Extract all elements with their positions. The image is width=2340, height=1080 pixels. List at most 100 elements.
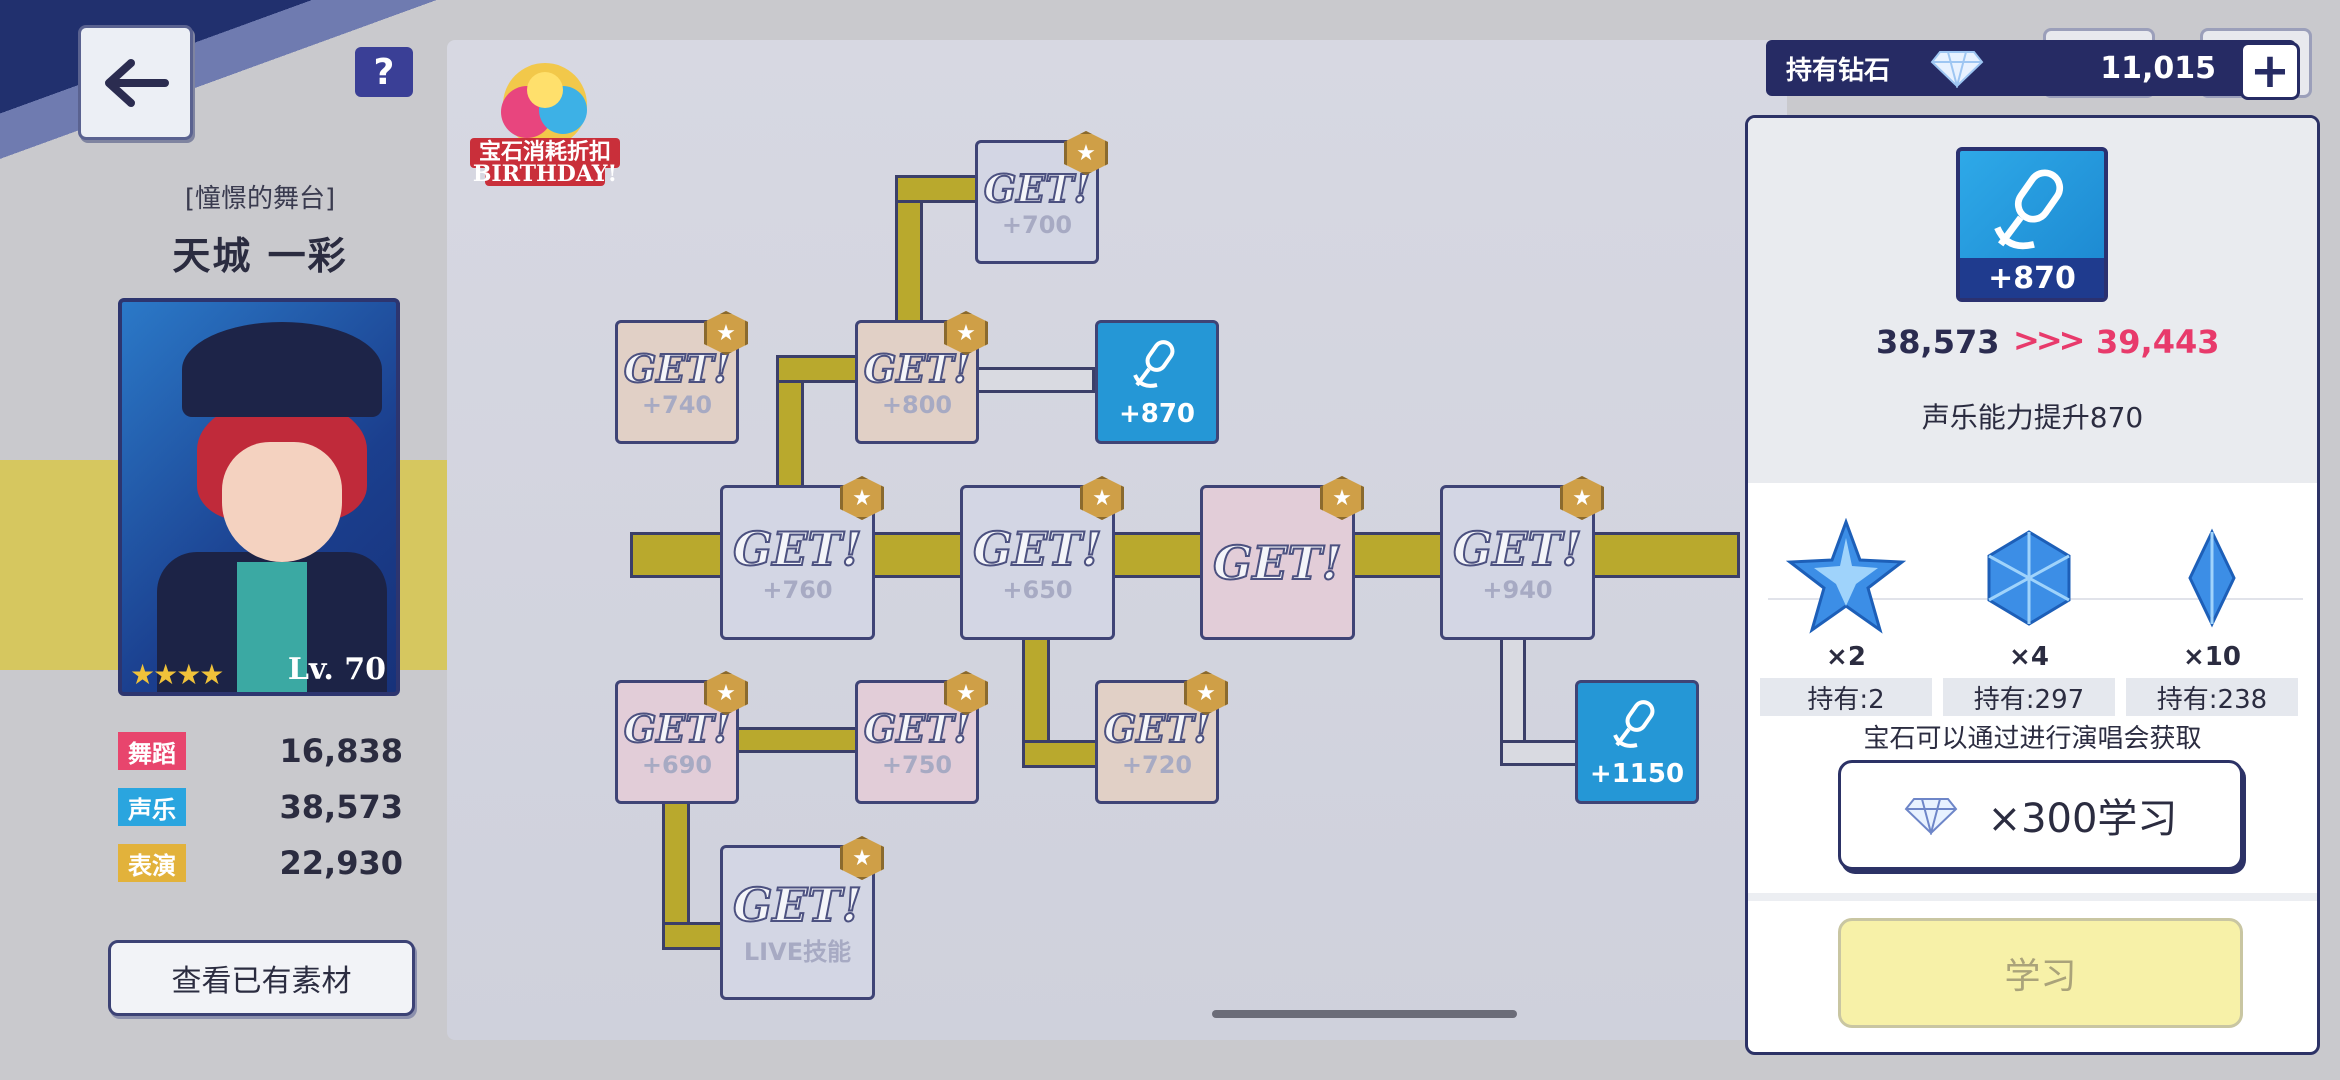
microphone-icon (1133, 340, 1175, 388)
star-gem-icon (1785, 517, 1907, 634)
star-badge-icon: ★ (1064, 131, 1108, 175)
tree-node[interactable]: GET! +690 ★ (615, 671, 748, 804)
node-amount: +1150 (1589, 759, 1685, 789)
current-value: 38,573 (1876, 323, 2000, 361)
star-badge-icon: ★ (1080, 476, 1124, 520)
arrow-icon: >>> (2013, 321, 2085, 359)
tree-node[interactable]: +1150 (1575, 680, 1699, 804)
tree-node[interactable]: GET! +940 ★ (1440, 476, 1604, 640)
stat-performance: 表演 22,930 (118, 842, 403, 884)
node-amount: +700 (1001, 210, 1073, 239)
diamond-amount: 11,015 (2100, 50, 2216, 86)
tree-node[interactable]: GET! +720 ★ (1095, 671, 1228, 804)
tree-node[interactable]: GET! +750 ★ (855, 671, 988, 804)
view-materials-button[interactable]: 查看已有素材 (108, 940, 415, 1016)
stat-dance: 舞蹈 16,838 (118, 730, 403, 772)
gem-held: 持有:297 (1943, 678, 2115, 716)
character-card[interactable]: ★★★★ Lv. 70 (118, 298, 400, 696)
promo-birthday: BIRTHDAY! (472, 161, 618, 187)
stat-dance-label: 舞蹈 (118, 732, 186, 770)
get-label: GET! (983, 165, 1091, 212)
diamond-icon (1930, 51, 1984, 88)
microphone-icon (1994, 169, 2064, 250)
tree-node[interactable]: GET! +650 ★ (960, 476, 1124, 640)
arrow-left-icon (104, 58, 169, 107)
microphone-icon (1613, 700, 1655, 748)
node-amount: +650 (1002, 575, 1073, 604)
add-diamonds-button[interactable]: + (2240, 42, 2300, 100)
node-amount: +740 (641, 390, 713, 419)
node-amount: LIVE技能 (743, 938, 852, 966)
tree-node[interactable]: GET! +800 ★ (855, 311, 988, 444)
tree-node[interactable]: GET! +760 ★ (720, 476, 884, 640)
skill-description: 声乐能力提升870 (1921, 401, 2144, 434)
card-art-shirt (237, 562, 307, 692)
get-label: GET! (732, 521, 863, 577)
stat-performance-value: 22,930 (279, 844, 403, 882)
card-level: Lv. 70 (287, 652, 386, 687)
star-badge-icon: ★ (1560, 476, 1604, 520)
card-subtitle: [憧憬的舞台] (184, 184, 336, 214)
get-label: GET! (863, 345, 971, 392)
card-art-face (222, 442, 342, 562)
card-art-hat (182, 322, 382, 417)
gem-held: 持有:238 (2126, 678, 2298, 716)
gem-cost-medium: ×4 持有:297 (1943, 518, 2115, 716)
node-amount: +750 (881, 750, 953, 779)
node-amount: +940 (1482, 575, 1553, 604)
horizontal-scrollbar[interactable] (1212, 1010, 1517, 1018)
stat-vocal-label: 声乐 (118, 788, 186, 826)
new-value: 39,443 (2096, 323, 2220, 361)
tree-node[interactable]: GET! LIVE技能 ★ (720, 836, 884, 1000)
learn-with-diamonds-label: ×300学习 (1987, 796, 2178, 842)
divider (1748, 893, 2317, 901)
tree-node[interactable]: GET! ★ (1200, 476, 1364, 640)
node-amount: +690 (641, 750, 713, 779)
rarity-stars: ★★★★ (130, 658, 224, 691)
get-label: GET! (623, 345, 731, 392)
diamond-balance-bar: 持有钻石 11,015 (1766, 40, 2296, 96)
get-label: GET! (623, 705, 731, 752)
tree-node[interactable]: GET! +700 ★ (975, 131, 1108, 264)
card-name: 天城 一彩 (172, 234, 348, 278)
skill-value: +870 (1960, 258, 2104, 298)
tree-edge-locked (975, 367, 1095, 393)
crystal-gem-icon (1987, 530, 2071, 626)
gem-cost-large: ×2 持有:2 (1760, 517, 1932, 716)
node-amount: +720 (1121, 750, 1193, 779)
tree-edge (735, 727, 865, 753)
get-label: GET! (732, 877, 863, 933)
tree-node[interactable]: GET! +740 ★ (615, 311, 748, 444)
selected-skill-icon: +870 (1956, 147, 2108, 302)
get-label: GET! (972, 521, 1103, 577)
gem-count: ×10 (2183, 642, 2241, 672)
tree-edge-locked (1500, 740, 1580, 766)
skill-detail-panel: +870 38,573 >>> 39,443 声乐能力提升870 ×2 持有:2… (1745, 115, 2320, 1055)
birthday-discount-badge[interactable]: 宝石消耗折扣 BIRTHDAY! (465, 50, 625, 190)
gem-count: ×2 (1826, 642, 1866, 672)
star-badge-icon: ★ (1320, 476, 1364, 520)
star-badge-icon: ★ (704, 311, 748, 355)
diamond-icon (1904, 798, 1957, 835)
get-label: GET! (863, 705, 971, 752)
promo-text: 宝石消耗折扣 (478, 140, 611, 165)
shard-gem-icon (2188, 528, 2236, 628)
star-badge-icon: ★ (944, 311, 988, 355)
node-amount: +800 (881, 390, 953, 419)
learn-with-diamonds-button[interactable]: ×300学习 (1838, 760, 2243, 870)
back-button[interactable] (78, 25, 193, 140)
tree-node-selected[interactable]: +870 (1095, 320, 1219, 444)
stat-dance-value: 16,838 (279, 732, 403, 770)
help-button[interactable]: ? (355, 47, 413, 97)
get-label: GET! (1103, 705, 1211, 752)
gem-cluster-icon (470, 63, 620, 186)
gem-hint: 宝石可以通过进行演唱会获取 (1863, 724, 2202, 754)
stat-vocal: 声乐 38,573 (118, 786, 403, 828)
get-label: GET! (1452, 521, 1583, 577)
node-amount: +760 (762, 575, 833, 604)
gem-held: 持有:2 (1760, 678, 1932, 716)
gem-count: ×4 (2009, 642, 2049, 672)
gem-cost-small: ×10 持有:238 (2126, 518, 2298, 716)
learn-button[interactable]: 学习 (1838, 918, 2243, 1028)
diamond-label: 持有钻石 (1786, 55, 1891, 86)
